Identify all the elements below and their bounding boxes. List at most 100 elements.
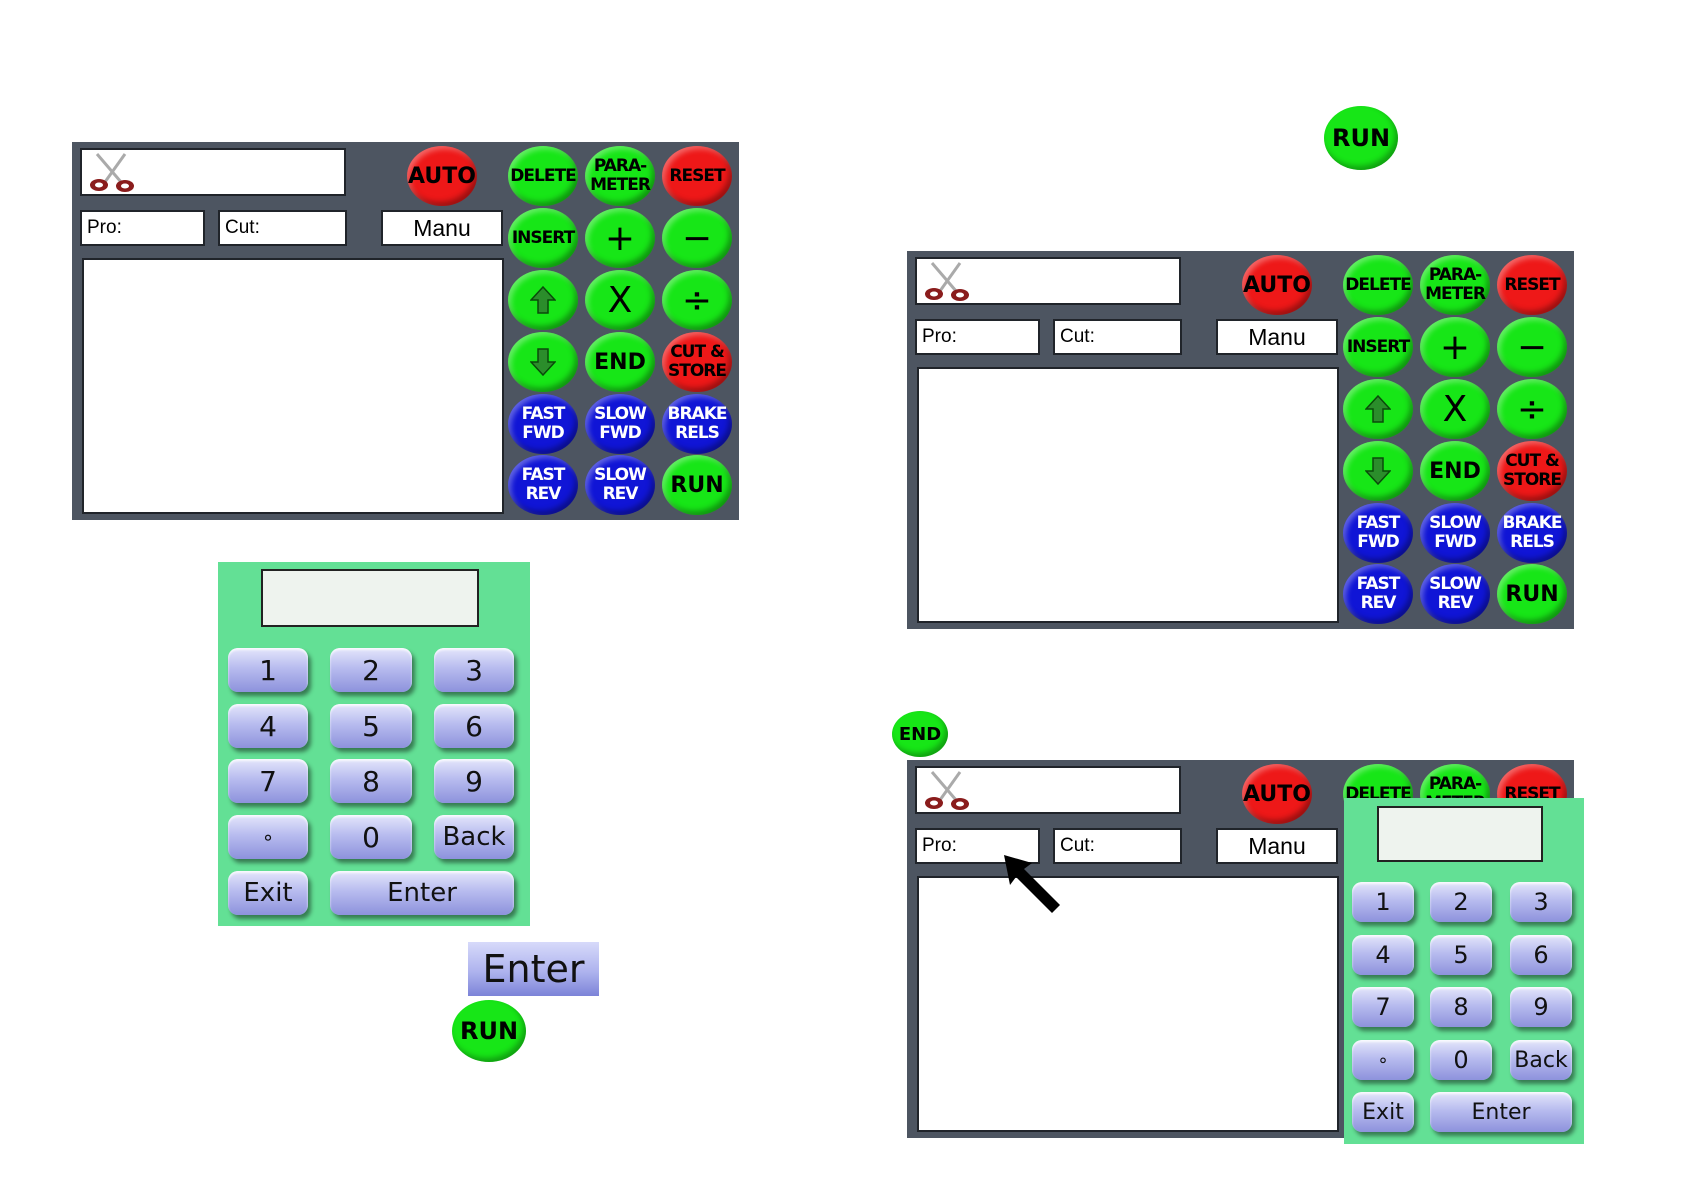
multiply-button[interactable]: X: [1420, 379, 1490, 439]
enter-button[interactable]: Enter: [330, 871, 514, 915]
pro-field[interactable]: Pro:: [915, 828, 1040, 864]
key-8[interactable]: 8: [1430, 987, 1492, 1027]
key-4[interactable]: 4: [228, 704, 308, 748]
key-0[interactable]: 0: [1430, 1040, 1492, 1080]
program-screen: [917, 876, 1339, 1132]
insert-button[interactable]: INSERT: [508, 208, 578, 268]
arrow-down-icon: [1365, 457, 1391, 485]
keypad-display: [1377, 806, 1543, 862]
key-1[interactable]: 1: [228, 648, 308, 692]
run-button[interactable]: RUN: [662, 455, 732, 515]
parameter-button[interactable]: PARA-METER: [585, 146, 655, 206]
exit-button[interactable]: Exit: [228, 871, 308, 915]
key-1[interactable]: 1: [1352, 882, 1414, 922]
numeric-keypad-2: 1 2 3 4 5 6 7 8 9 ∘ 0 Back Exit Enter: [1344, 798, 1584, 1144]
key-8[interactable]: 8: [330, 759, 412, 803]
key-7[interactable]: 7: [228, 759, 308, 803]
key-4[interactable]: 4: [1352, 935, 1414, 975]
run-button[interactable]: RUN: [1497, 564, 1567, 624]
end-button[interactable]: END: [585, 332, 655, 392]
arrow-down-icon: [530, 348, 556, 376]
key-3[interactable]: 3: [434, 648, 514, 692]
down-button[interactable]: [1343, 441, 1413, 501]
mode-field: Manu: [1216, 319, 1338, 355]
key-9[interactable]: 9: [1510, 987, 1572, 1027]
minus-button[interactable]: −: [662, 208, 732, 268]
program-screen: [917, 367, 1339, 623]
numeric-keypad-1: 1 2 3 4 5 6 7 8 9 ∘ 0 Back Exit Enter: [218, 562, 530, 926]
minus-button[interactable]: −: [1497, 317, 1567, 377]
divide-button[interactable]: ÷: [1497, 379, 1567, 439]
up-button[interactable]: [1343, 379, 1413, 439]
down-button[interactable]: [508, 332, 578, 392]
arrow-up-icon: [530, 286, 556, 314]
cut-store-button[interactable]: CUT &STORE: [662, 332, 732, 392]
exit-button[interactable]: Exit: [1352, 1092, 1414, 1132]
pro-field[interactable]: Pro:: [915, 319, 1040, 355]
key-2[interactable]: 2: [330, 648, 412, 692]
lcd-display: [915, 766, 1181, 814]
reset-button[interactable]: RESET: [662, 146, 732, 206]
pro-field[interactable]: Pro:: [80, 210, 205, 246]
auto-button[interactable]: AUTO: [407, 146, 477, 206]
cut-store-button[interactable]: CUT &STORE: [1497, 441, 1567, 501]
cut-field[interactable]: Cut:: [1053, 319, 1182, 355]
lcd-display: [80, 148, 346, 196]
run-callout-top: RUN: [1324, 106, 1398, 170]
key-5[interactable]: 5: [330, 704, 412, 748]
lcd-display: [915, 257, 1181, 305]
scissors-icon: [925, 771, 969, 810]
enter-callout: Enter: [468, 942, 599, 996]
parameter-button[interactable]: PARA-METER: [1420, 255, 1490, 315]
auto-button[interactable]: AUTO: [1242, 255, 1312, 315]
up-button[interactable]: [508, 270, 578, 330]
key-9[interactable]: 9: [434, 759, 514, 803]
mode-field: Manu: [1216, 828, 1338, 864]
delete-button[interactable]: DELETE: [1343, 255, 1413, 315]
control-panel-2: Pro: Cut: Manu AUTO DELETE PARA-METER RE…: [907, 251, 1574, 629]
program-screen: [82, 258, 504, 514]
arrow-up-icon: [1365, 395, 1391, 423]
delete-button[interactable]: DELETE: [508, 146, 578, 206]
reset-button[interactable]: RESET: [1497, 255, 1567, 315]
end-callout: END: [892, 711, 948, 757]
back-button[interactable]: Back: [1510, 1040, 1572, 1080]
control-panel-3: Pro: Cut: Manu AUTO DELETE PARA-METER RE…: [907, 760, 1584, 1144]
key-5[interactable]: 5: [1430, 935, 1492, 975]
end-button[interactable]: END: [1420, 441, 1490, 501]
key-6[interactable]: 6: [1510, 935, 1572, 975]
scissors-icon: [90, 153, 134, 192]
divide-button[interactable]: ÷: [662, 270, 732, 330]
plus-button[interactable]: +: [1420, 317, 1490, 377]
key-2[interactable]: 2: [1430, 882, 1492, 922]
scissors-icon: [925, 262, 969, 301]
control-panel-1: Pro: Cut: Manu AUTO DELETE PARA-METER RE…: [72, 142, 739, 520]
keypad-display: [261, 569, 479, 627]
insert-button[interactable]: INSERT: [1343, 317, 1413, 377]
enter-button[interactable]: Enter: [1430, 1092, 1572, 1132]
auto-button[interactable]: AUTO: [1242, 764, 1312, 824]
key-decimal[interactable]: ∘: [1352, 1040, 1414, 1080]
cut-field[interactable]: Cut:: [1053, 828, 1182, 864]
arrow-pointer-icon: [1004, 855, 1060, 913]
key-decimal[interactable]: ∘: [228, 815, 308, 859]
multiply-button[interactable]: X: [585, 270, 655, 330]
run-callout-bottom: RUN: [452, 1000, 526, 1062]
key-3[interactable]: 3: [1510, 882, 1572, 922]
cut-field[interactable]: Cut:: [218, 210, 347, 246]
key-0[interactable]: 0: [330, 815, 412, 859]
key-7[interactable]: 7: [1352, 987, 1414, 1027]
key-6[interactable]: 6: [434, 704, 514, 748]
plus-button[interactable]: +: [585, 208, 655, 268]
back-button[interactable]: Back: [434, 815, 514, 859]
